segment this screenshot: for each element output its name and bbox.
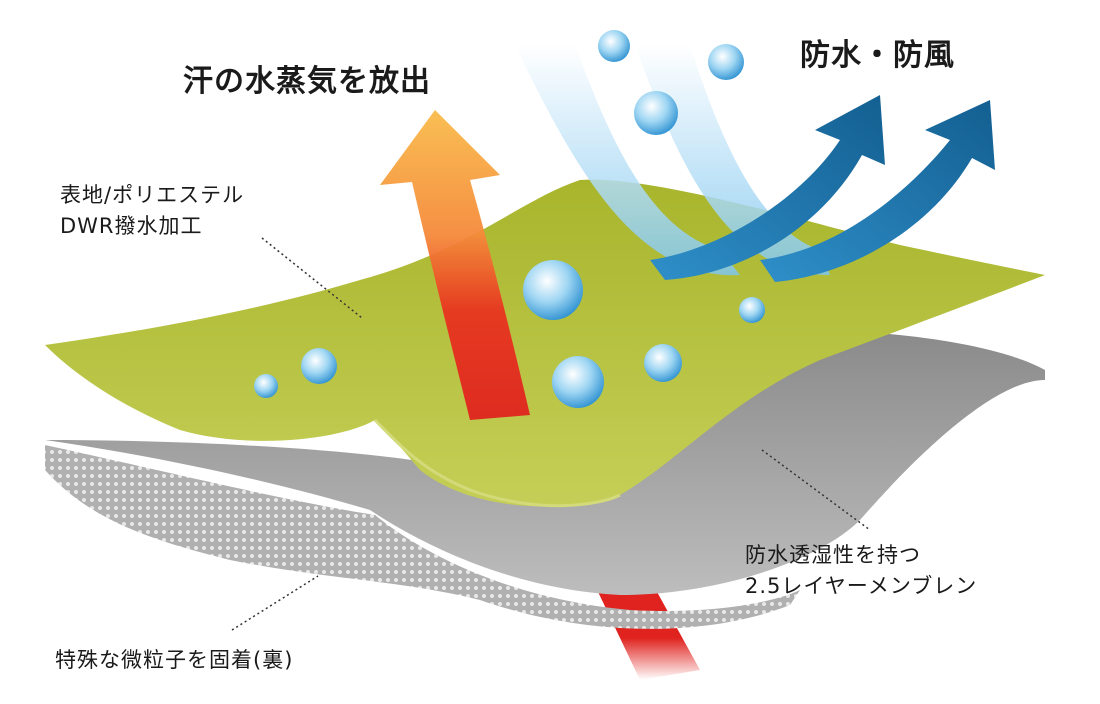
membrane-label: 防水透湿性を持つ 2.5レイヤーメンブレン <box>745 540 977 602</box>
droplet <box>254 374 278 398</box>
droplet <box>644 344 682 382</box>
droplet <box>634 91 678 135</box>
outer-layer-line2: DWR撥水加工 <box>60 214 203 238</box>
leader-line-backing <box>231 575 319 631</box>
droplet <box>598 30 630 62</box>
vapor-release-title: 汗の水蒸気を放出 <box>183 64 431 99</box>
droplet <box>301 348 337 384</box>
membrane-line2: 2.5レイヤーメンブレン <box>745 574 978 598</box>
droplet <box>523 260 583 320</box>
outer-layer-label: 表地/ポリエステル DWR撥水加工 <box>60 180 244 242</box>
droplet <box>739 297 765 323</box>
wind-arrow-1 <box>650 95 885 280</box>
backing-label: 特殊な微粒子を固着(裏) <box>55 648 294 672</box>
outer-layer-line1: 表地/ポリエステル <box>60 183 245 207</box>
water-droplets <box>254 30 765 408</box>
wind-arrow-2 <box>760 100 995 282</box>
membrane-line1: 防水透湿性を持つ <box>745 543 921 567</box>
vapor-arrow <box>380 110 530 420</box>
droplet <box>552 356 604 408</box>
rain-stream <box>515 45 740 276</box>
waterproof-windproof-title: 防水・防風 <box>800 38 955 73</box>
droplet <box>708 44 744 80</box>
leader-line-outer <box>261 237 363 319</box>
membrane-backing <box>45 445 800 629</box>
